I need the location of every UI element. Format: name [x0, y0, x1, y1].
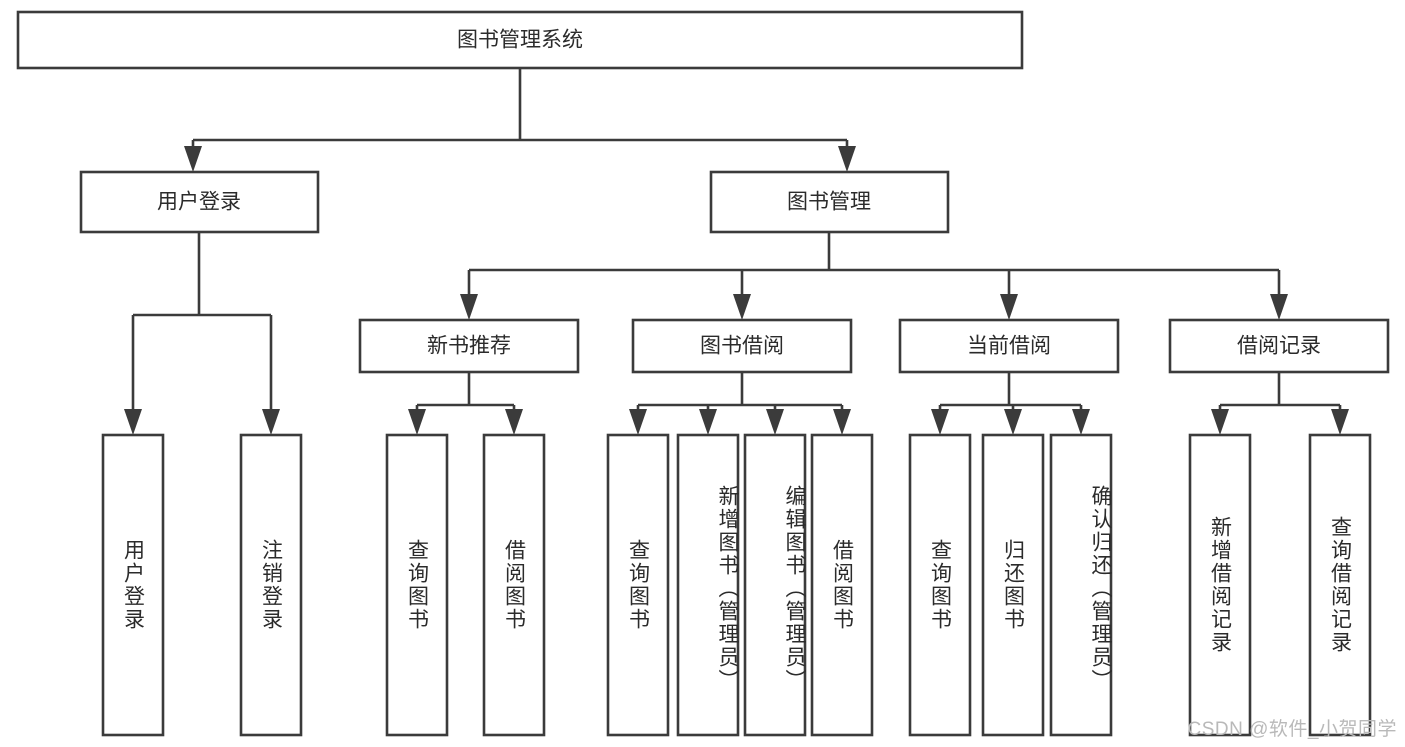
leaf-rect-return-book[interactable]: [981, 433, 1045, 737]
node-root-label: 图书管理系统: [457, 29, 583, 52]
leaf-rect-add-borrow-record[interactable]: [1188, 433, 1252, 737]
leaf-rect-confirm-return-admin[interactable]: [1049, 433, 1113, 737]
connector-userlogin-to-leaves: [124, 232, 280, 435]
node-root-rect[interactable]: [16, 10, 1024, 70]
leaf-rect-query-book-borrow[interactable]: [606, 433, 670, 737]
leaf-rect-edit-book-admin[interactable]: [743, 433, 807, 737]
node-book-borrow[interactable]: 图书借阅: [631, 318, 853, 374]
node-user-login[interactable]: 用户登录: [79, 170, 320, 234]
node-borrow-record[interactable]: 借阅记录: [1168, 318, 1390, 374]
connector-currentborrow-to-leaves: [931, 372, 1090, 435]
node-book-management[interactable]: 图书管理: [709, 170, 950, 234]
node-book-borrow-label: 图书借阅: [700, 335, 784, 358]
connector-root-to-level2: [184, 68, 856, 172]
node-current-borrow[interactable]: 当前借阅: [898, 318, 1120, 374]
node-current-borrow-rect[interactable]: [898, 318, 1120, 374]
watermark-text: CSDN @软件_小贺同学: [1187, 719, 1397, 740]
leaf-rect-add-book-admin[interactable]: [676, 433, 740, 737]
leaf-rect-query-borrow-record[interactable]: [1308, 433, 1372, 737]
leaf-rect-query-book-current[interactable]: [908, 433, 972, 737]
node-new-book-recommend[interactable]: 新书推荐: [358, 318, 580, 374]
leaf-rect-user-login[interactable]: [101, 433, 165, 737]
connector-bookmgmt-to-level3: [460, 232, 1288, 320]
node-user-login-label: 用户登录: [157, 191, 241, 214]
connector-borrowbook-to-leaves: [629, 372, 851, 435]
leaf-rect-borrow-book-newbooks[interactable]: [482, 433, 546, 737]
connector-newbooks-to-leaves: [408, 372, 523, 435]
leaf-rect-query-book-newbooks[interactable]: [385, 433, 449, 737]
node-root[interactable]: 图书管理系统: [16, 10, 1024, 70]
node-borrow-record-rect[interactable]: [1168, 318, 1390, 374]
leaf-rect-logout[interactable]: [239, 433, 303, 737]
node-new-book-recommend-rect[interactable]: [358, 318, 580, 374]
node-book-management-rect[interactable]: [709, 170, 950, 234]
node-new-book-recommend-label: 新书推荐: [427, 335, 511, 358]
node-user-login-rect[interactable]: [79, 170, 320, 234]
node-book-borrow-rect[interactable]: [631, 318, 853, 374]
node-borrow-record-label: 借阅记录: [1237, 335, 1321, 358]
node-current-borrow-label: 当前借阅: [967, 335, 1051, 358]
connector-borrowrecord-to-leaves: [1211, 372, 1349, 435]
node-book-management-label: 图书管理: [787, 191, 871, 214]
leaf-rect-borrow-book[interactable]: [810, 433, 874, 737]
